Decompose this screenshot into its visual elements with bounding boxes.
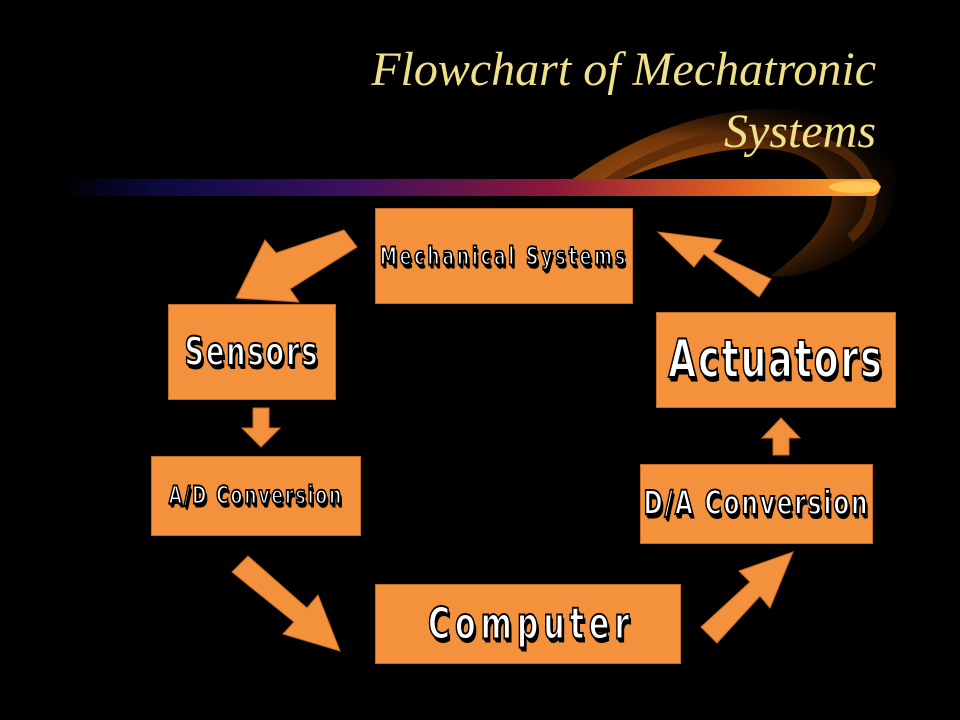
node-label-da-conversion: D/A Conversion bbox=[643, 484, 870, 524]
decor-streak-highlight bbox=[829, 181, 881, 193]
arrow-computer-to-da bbox=[700, 551, 794, 644]
slide-title-line-2: Systems bbox=[724, 105, 876, 158]
decor-swoosh-ring bbox=[597, 127, 877, 242]
node-actuators: Actuators bbox=[656, 312, 896, 408]
node-mechanical-systems: Mechanical Systems bbox=[375, 208, 633, 304]
arrow-ad-to-computer bbox=[231, 555, 341, 652]
node-sensors: Sensors bbox=[168, 304, 336, 400]
slide-title-line-1: Flowchart of Mechatronic bbox=[371, 43, 876, 96]
node-label-ad-conversion: A/D Conversion bbox=[168, 480, 344, 511]
decor-streak bbox=[60, 179, 880, 196]
node-label-computer: Computer bbox=[427, 598, 635, 651]
arrow-sensors-to-ad bbox=[240, 407, 282, 448]
flow-arrows bbox=[231, 229, 802, 652]
arrow-actuators-to-mechanical bbox=[656, 231, 772, 298]
arrow-mechanical-to-sensors bbox=[235, 229, 358, 303]
node-label-mechanical-systems: Mechanical Systems bbox=[379, 241, 629, 272]
node-computer: Computer bbox=[375, 584, 681, 664]
arrow-da-to-actuators bbox=[760, 417, 802, 456]
node-label-sensors: Sensors bbox=[184, 329, 320, 376]
node-da-conversion: D/A Conversion bbox=[640, 464, 873, 544]
decor-swoosh-glow bbox=[560, 108, 896, 277]
node-ad-conversion: A/D Conversion bbox=[151, 456, 361, 536]
node-label-actuators: Actuators bbox=[668, 329, 884, 390]
